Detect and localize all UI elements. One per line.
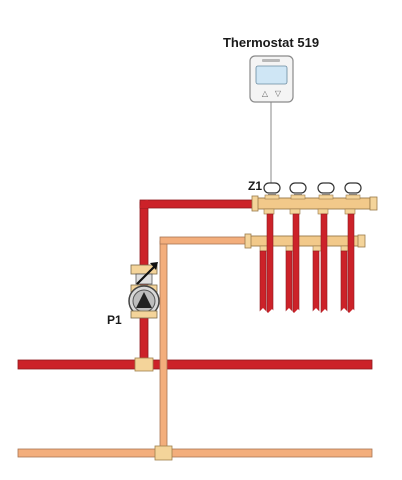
thermostat-up-arrow: △	[262, 89, 269, 98]
thermostat-label: Thermostat 519	[223, 35, 319, 50]
supply-main-pipe	[17, 359, 373, 370]
thermostat-down-arrow: ▽	[275, 89, 282, 98]
supply-header-pipe	[139, 199, 259, 209]
supply-tee-fitting	[134, 357, 154, 372]
circulator-pump-icon[interactable]	[128, 284, 160, 319]
return-header-pipe	[159, 236, 249, 245]
supply-manifold	[251, 194, 378, 215]
zone-label: Z1	[248, 179, 262, 193]
loop-break-marks	[258, 308, 357, 318]
pump-label: P1	[107, 313, 122, 327]
return-tee-fitting	[154, 445, 173, 461]
return-manifold	[244, 233, 366, 252]
return-riser-pipe	[159, 240, 168, 453]
loop-pipes	[259, 213, 355, 314]
thermostat-icon[interactable]: △ ▽	[249, 55, 294, 103]
return-main-pipe	[17, 448, 373, 458]
flow-check-valve-icon[interactable]	[130, 262, 158, 285]
